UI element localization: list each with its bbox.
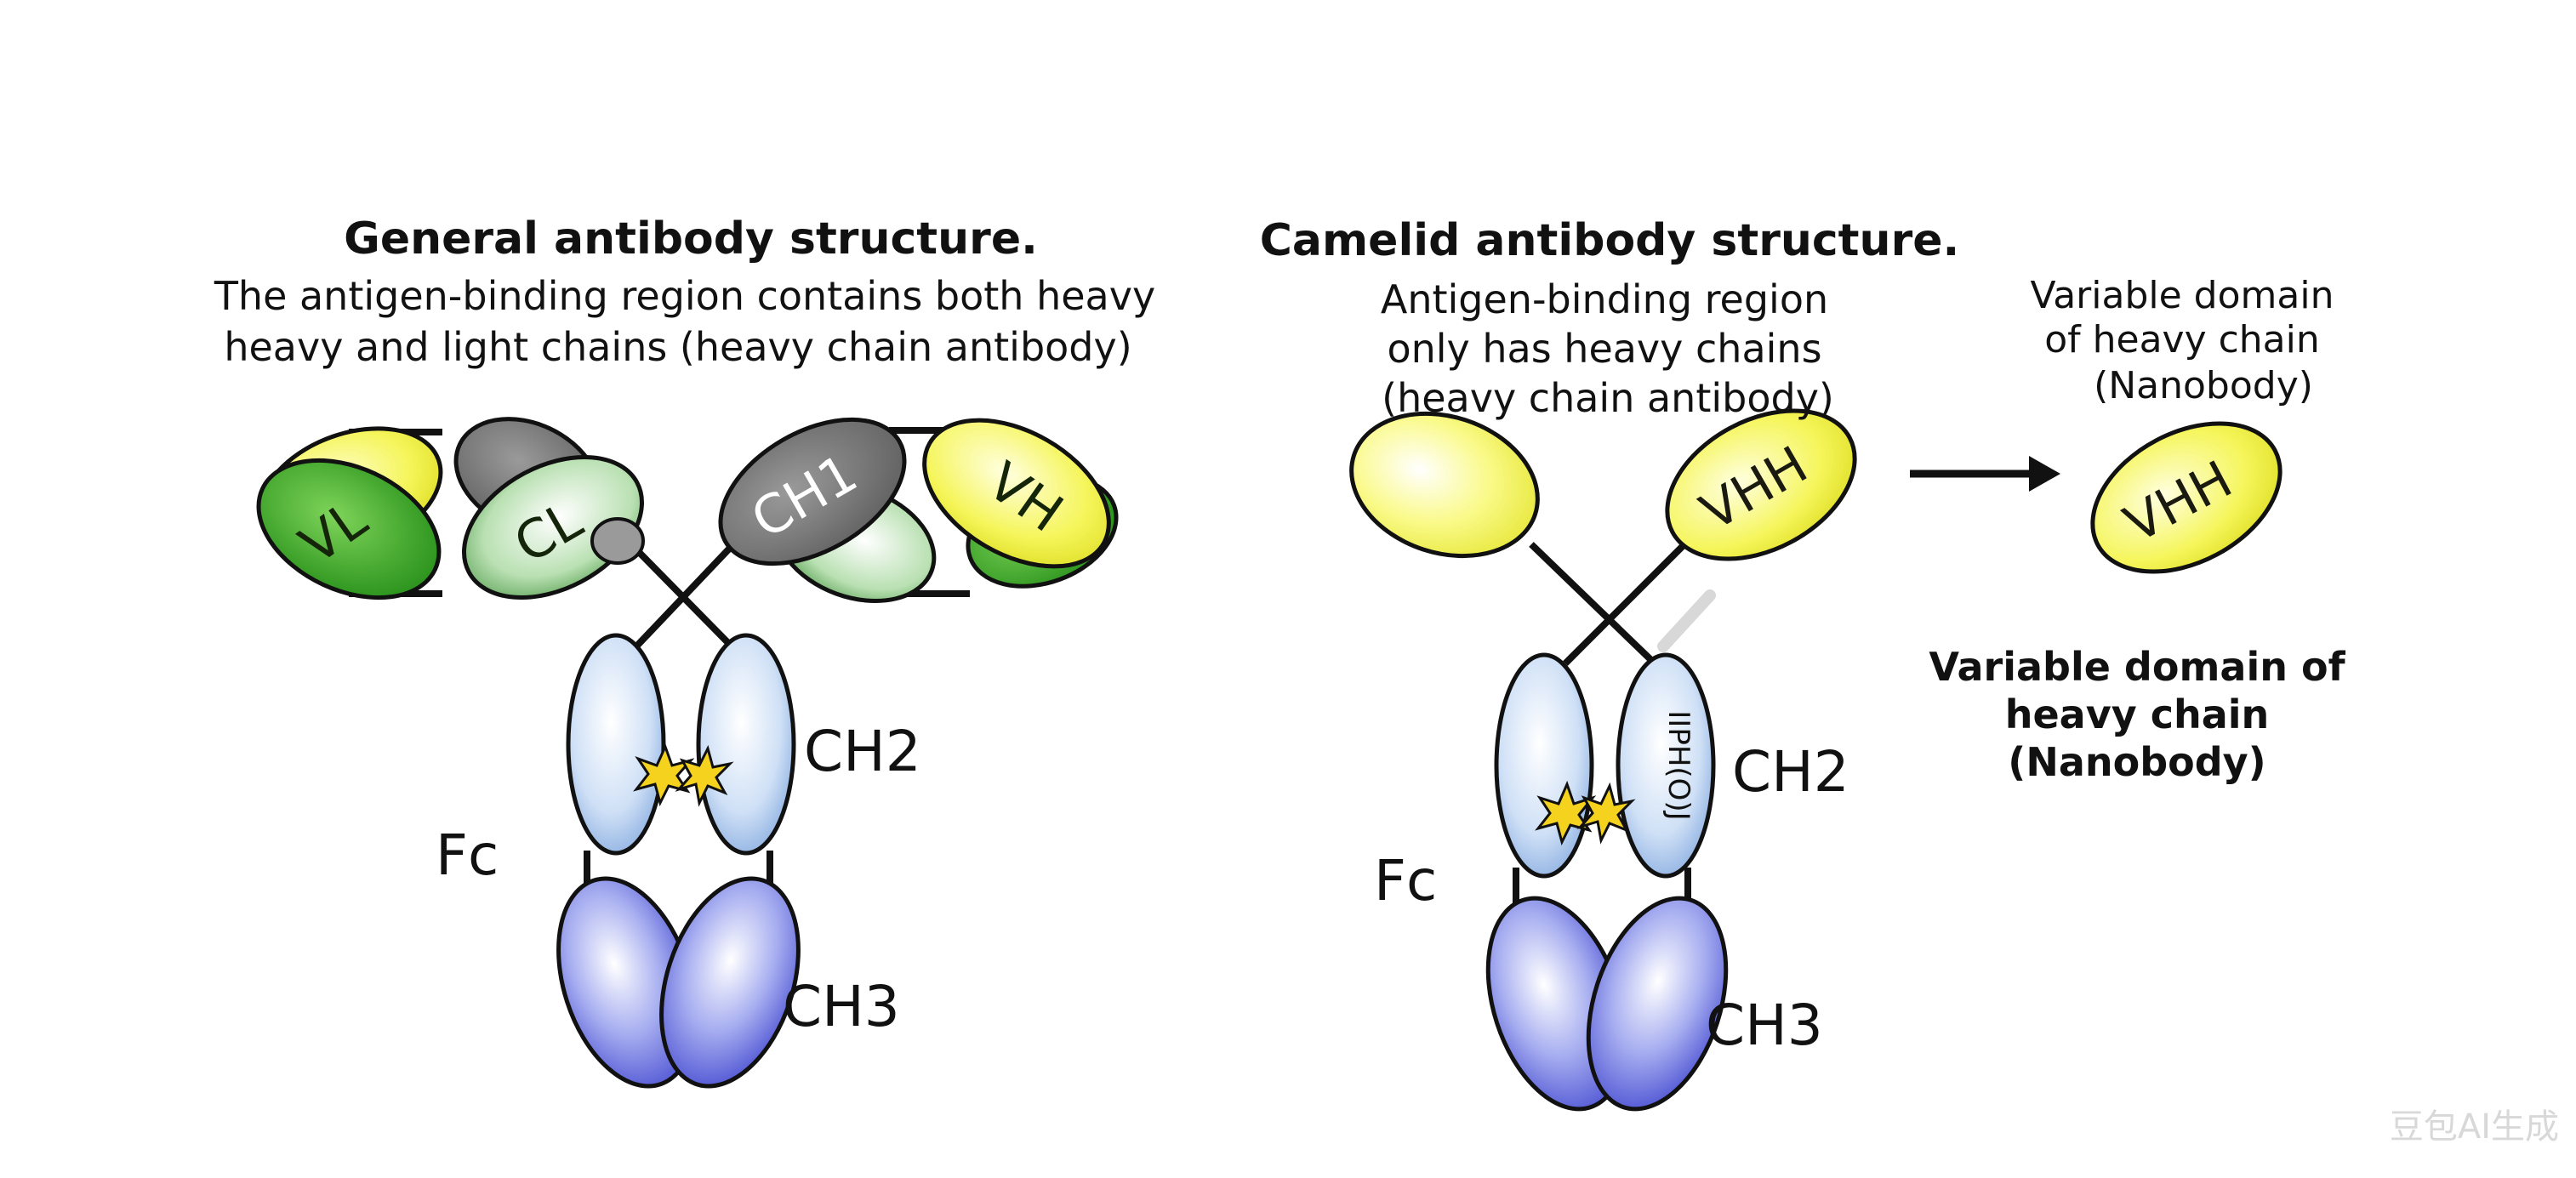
camelid-ch2-inner-text: IIPH(O)J	[1661, 710, 1695, 820]
general-antibody-subtitle-line2: heavy and light chains (heavy chain anti…	[224, 324, 1131, 370]
ch2-label: CH2	[804, 719, 921, 784]
nanobody-caption-bottom-line3: (Nanobody)	[2008, 739, 2265, 785]
arrow-right-icon	[1910, 456, 2060, 492]
general-antibody-panel: General antibody structure. The antigen-…	[214, 213, 1155, 1089]
camelid-ch3-right-domain	[1586, 896, 1729, 1112]
general-antibody-title: General antibody structure.	[344, 213, 1038, 265]
watermark: 豆包AI生成	[2390, 1107, 2559, 1147]
camelid-subtitle-line2: only has heavy chains	[1387, 326, 1821, 372]
nanobody-caption-top-line2: of heavy chain	[2044, 318, 2320, 361]
nanobody-vhh-domain	[2090, 421, 2282, 574]
camelid-ch2-label: CH2	[1732, 739, 1849, 805]
camelid-fc-label: Fc	[1374, 848, 1437, 913]
fc-label: Fc	[436, 822, 499, 888]
disulfide-bond-icon	[633, 743, 734, 807]
ch3-right-domain	[659, 876, 801, 1089]
ch1-domain	[718, 417, 907, 566]
camelid-ch2-right-domain	[1616, 652, 1716, 879]
vl-domain	[256, 458, 442, 600]
camelid-ch2-left-domain	[1494, 652, 1594, 879]
camelid-subtitle-line3: (heavy chain antibody)	[1382, 375, 1834, 421]
camelid-hinge-shadow	[1657, 589, 1716, 652]
nanobody-panel: Variable domain of heavy chain (Nanobody…	[1910, 274, 2346, 785]
nanobody-caption-top-line3: (Nanobody)	[2094, 364, 2313, 407]
cl-domain	[461, 455, 645, 600]
camelid-antibody-panel: Camelid antibody structure. Antigen-bind…	[1260, 215, 1959, 1112]
general-antibody-subtitle-line1: The antigen-binding region contains both…	[214, 273, 1155, 319]
camelid-left-vhh-domain	[1349, 411, 1540, 559]
camelid-disulfide-bond-icon	[1535, 780, 1636, 846]
nanobody-caption-top-line1: Variable domain	[2031, 274, 2334, 317]
nanobody-caption-bottom-line1: Variable domain of	[1929, 644, 2345, 690]
camelid-antibody-title: Camelid antibody structure.	[1260, 215, 1959, 266]
camelid-hinge-lines	[1529, 542, 1687, 666]
ch2-left-domain	[566, 633, 666, 856]
camelid-subtitle-line1: Antigen-binding region	[1381, 276, 1828, 322]
camelid-ch3-label: CH3	[1706, 993, 1823, 1058]
ch2-right-domain	[696, 633, 796, 856]
ch3-label: CH3	[783, 974, 900, 1039]
vh-domain	[922, 418, 1111, 569]
nanobody-caption-bottom-line2: heavy chain	[2005, 691, 2270, 737]
camelid-vhh-domain	[1665, 408, 1857, 561]
cl-inner-small-domain	[590, 517, 645, 565]
